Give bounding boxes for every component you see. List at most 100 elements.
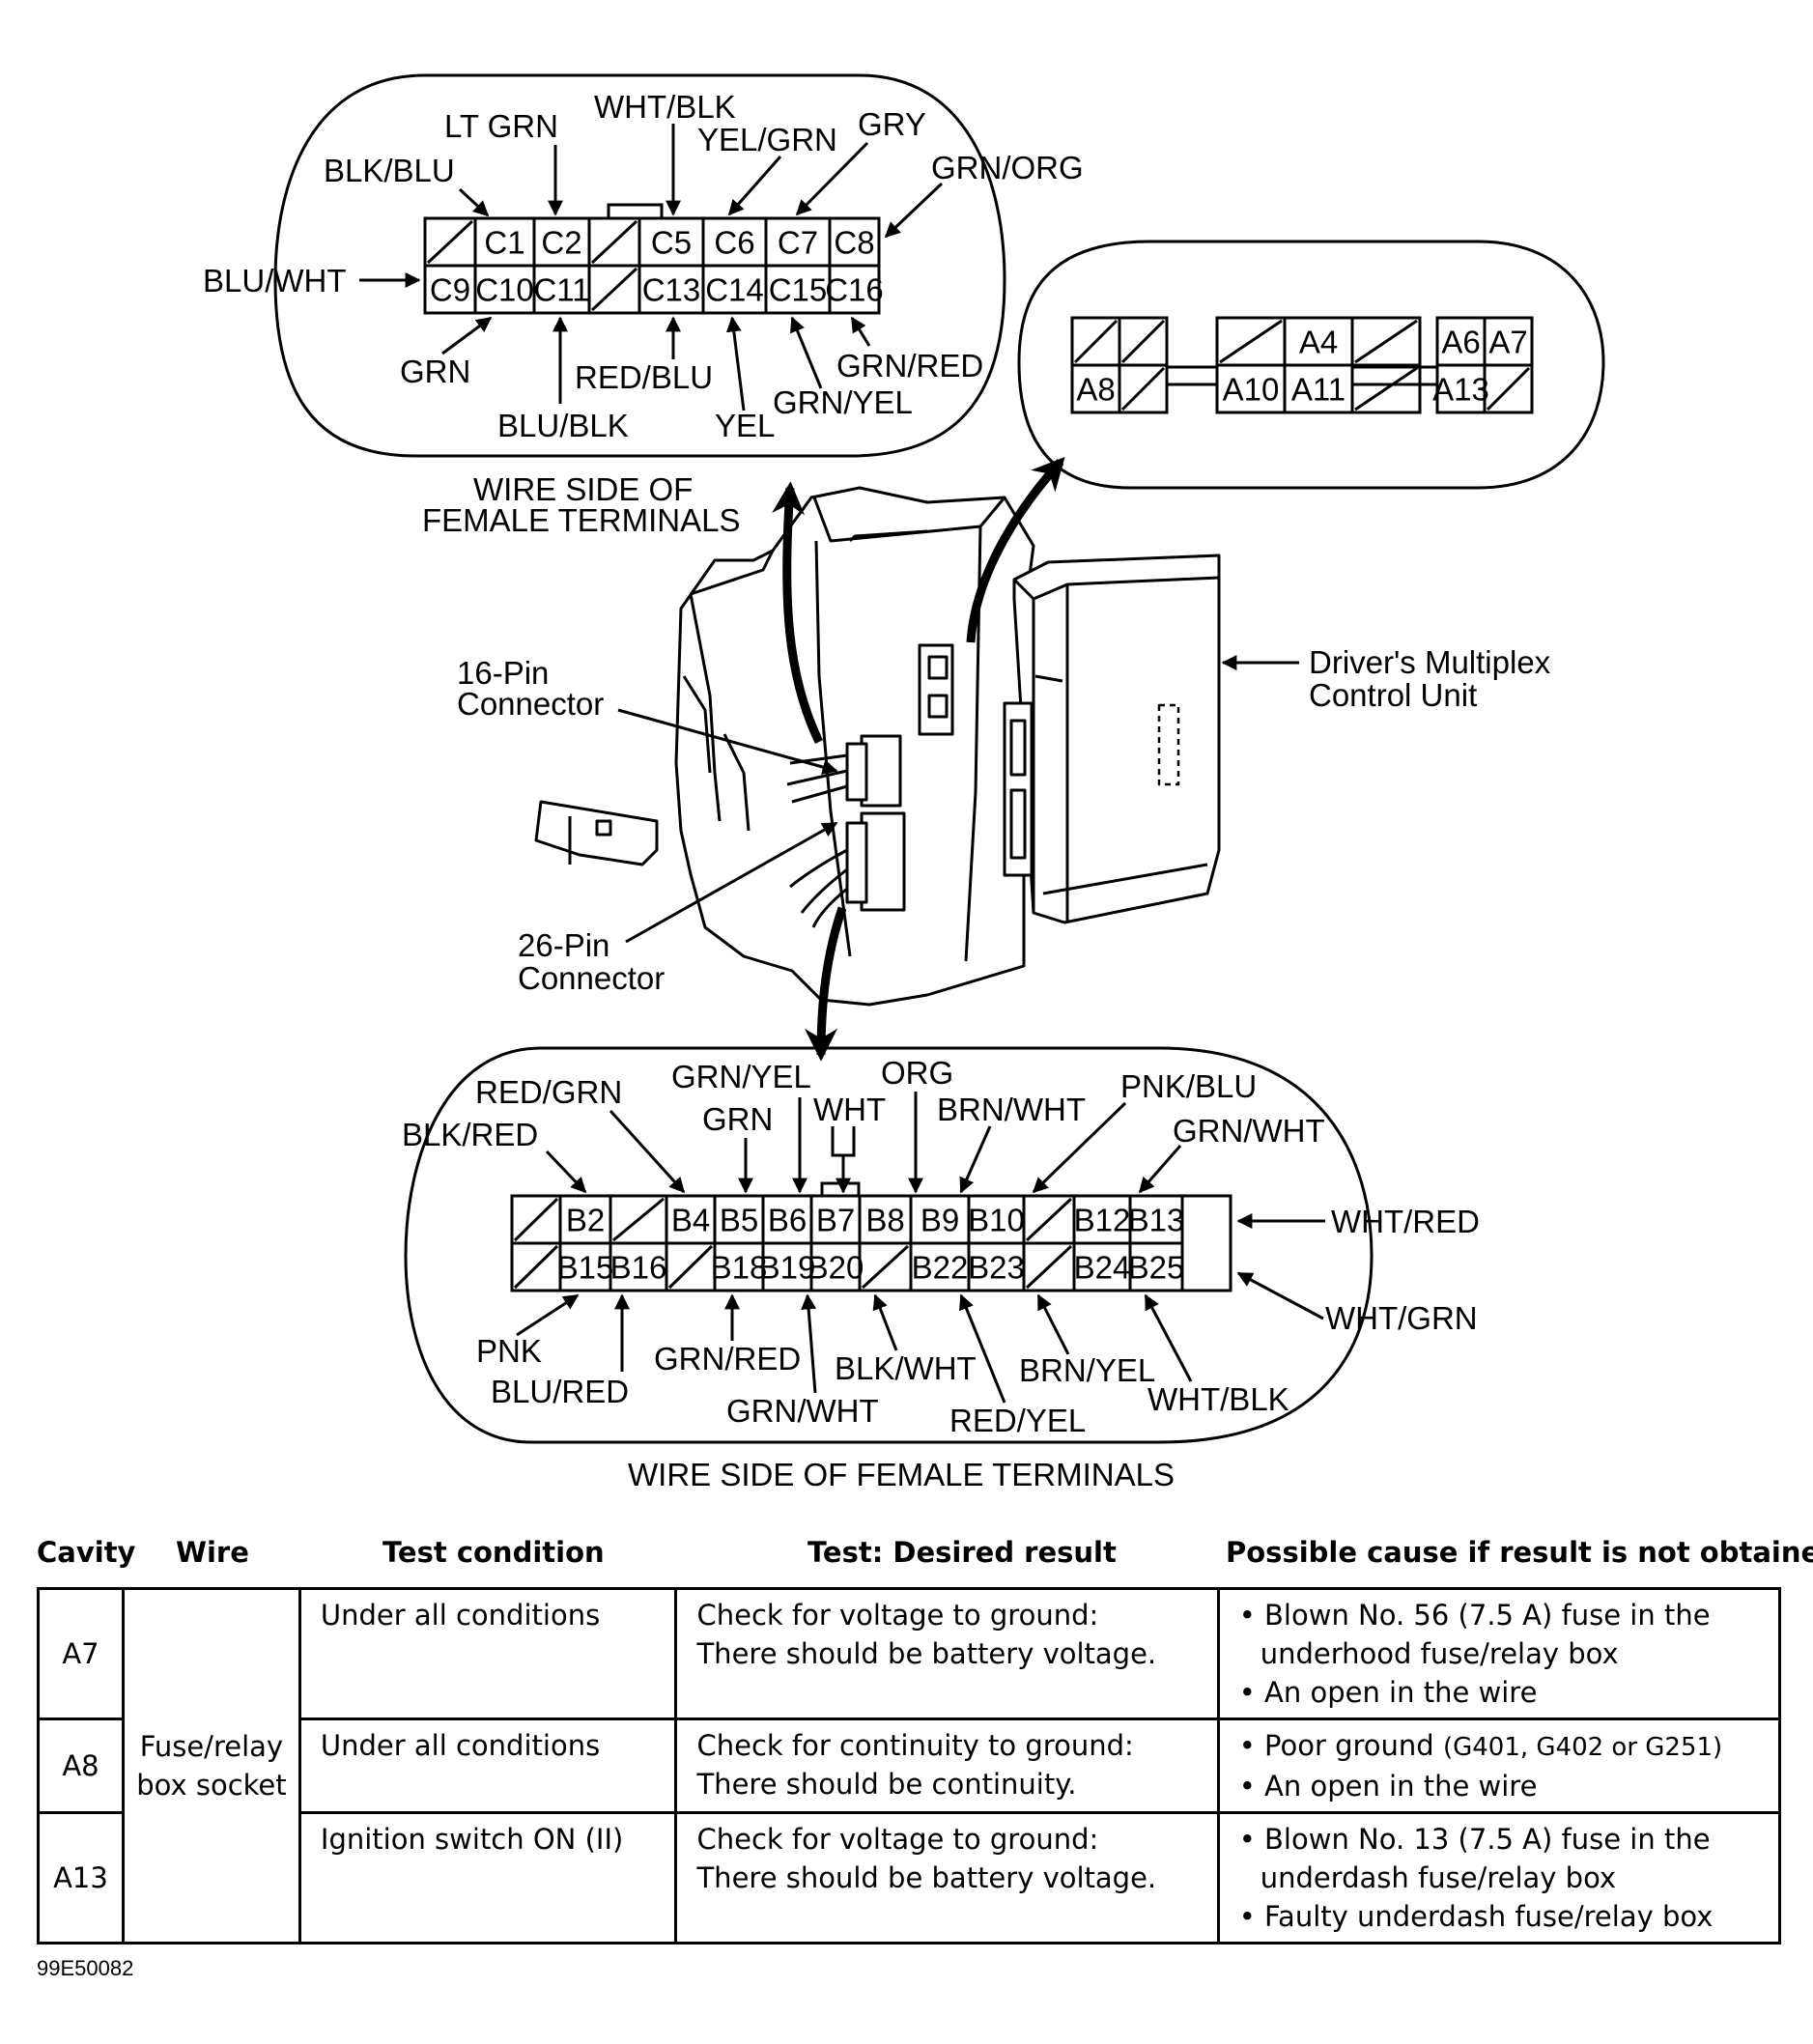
pin-label-b24: B24	[1074, 1250, 1131, 1286]
pin-label-c11: C11	[533, 272, 589, 308]
header-test-condition: Test condition	[382, 1536, 605, 1569]
cause-item: • An open in the wire	[1238, 1770, 1538, 1803]
pin-label-b13: B13	[1128, 1203, 1185, 1238]
pin-label-b4: B4	[671, 1203, 710, 1238]
empty-cavity-slash	[861, 1244, 910, 1290]
table-row: A8 Under all conditions Check for contin…	[37, 1718, 1782, 1814]
b-wire-red-grn: RED/GRN	[475, 1074, 622, 1110]
pin-label-a11: A11	[1291, 372, 1346, 408]
wire-label-red-blu: RED/BLU	[575, 359, 713, 395]
wire-label-yel: YEL	[715, 408, 775, 443]
cause-item: • Blown No. 13 (7.5 A) fuse in the under…	[1238, 1823, 1711, 1894]
cause-cell: • Blown No. 13 (7.5 A) fuse in the under…	[1216, 1811, 1782, 1945]
empty-cavity-slash	[612, 1197, 665, 1242]
control-unit-illustration	[534, 486, 1221, 1007]
empty-cavity-slash	[426, 219, 474, 265]
b-wire-pnk-blu: PNK/BLU	[1120, 1068, 1257, 1104]
wire-cell: Fuse/relay box socket	[121, 1587, 301, 1945]
table-header-row: Cavity Wire Test condition Test: Desired…	[33, 1526, 1813, 1573]
b-wire-pnk: PNK	[476, 1333, 542, 1369]
b-wire-brn-wht: BRN/WHT	[937, 1092, 1086, 1127]
result-cell: Check for voltage to ground: There shoul…	[674, 1811, 1220, 1945]
pin-label-c1: C1	[484, 225, 524, 261]
pin-label-b23: B23	[968, 1250, 1025, 1286]
cause-item: • Faulty underdash fuse/relay box	[1238, 1900, 1714, 1933]
wire-label-grn-org: GRN/ORG	[931, 150, 1084, 185]
wire-label-yel-grn: YEL/GRN	[697, 122, 837, 157]
connector-b-caption: WIRE SIDE OF FEMALE TERMINALS	[628, 1457, 1175, 1492]
pin-label-c2: C2	[541, 225, 581, 261]
b-wire-grn-wht-bottom: GRN/WHT	[726, 1393, 879, 1429]
pin-label-b10: B10	[968, 1203, 1025, 1238]
pin-label-a6: A6	[1441, 325, 1480, 360]
cause-text: Blown No. 56 (7.5 A) fuse in the underho…	[1260, 1599, 1711, 1670]
empty-cavity-slash	[1025, 1244, 1073, 1290]
cause-text: An open in the wire	[1264, 1676, 1538, 1709]
wire-label-gry: GRY	[858, 106, 926, 142]
pin-label-b18: B18	[711, 1250, 768, 1286]
b-wire-grn-wht-top: GRN/WHT	[1173, 1113, 1325, 1149]
wire-label-grn: GRN	[400, 354, 470, 389]
b-wire-brn-yel: BRN/YEL	[1019, 1352, 1155, 1388]
empty-cavity-slash	[667, 1244, 714, 1290]
result-line2: There should be continuity.	[696, 1768, 1077, 1801]
pin-label-b19: B19	[759, 1250, 816, 1286]
pin-label-b6: B6	[768, 1203, 807, 1238]
b-wire-wht: WHT	[813, 1092, 886, 1127]
pin-label-b12: B12	[1074, 1203, 1131, 1238]
test-table: Cavity Wire Test condition Test: Desired…	[33, 1526, 1813, 1945]
result-cell: Check for continuity to ground: There sh…	[674, 1718, 1220, 1814]
result-cell: Check for voltage to ground: There shoul…	[674, 1587, 1220, 1720]
empty-cavity-slash	[1354, 319, 1418, 364]
label-dmcu-line2: Control Unit	[1309, 677, 1477, 713]
empty-cavity-slash	[1073, 319, 1119, 364]
cause-ground-list: (G401, G402 or G251)	[1442, 1733, 1723, 1762]
header-cavity: Cavity	[37, 1536, 136, 1569]
empty-cavity-slash	[590, 267, 638, 312]
empty-cavity-slash	[1486, 366, 1531, 412]
empty-cavity-slash	[1025, 1197, 1073, 1242]
control-unit-labels: 16-Pin Connector 26-Pin Connector Driver…	[457, 644, 1551, 996]
cavity-cell: A7	[37, 1587, 125, 1720]
cause-text: An open in the wire	[1264, 1770, 1538, 1803]
pin-label-c5: C5	[651, 225, 692, 261]
pin-label-c8: C8	[834, 225, 874, 261]
wire-label-grn-red: GRN/RED	[836, 348, 983, 383]
b-wire-blk-red: BLK/RED	[402, 1117, 538, 1152]
pin-label-c7: C7	[778, 225, 818, 261]
table-row: A13 Ignition switch ON (II) Check for vo…	[37, 1811, 1782, 1945]
result-line2: There should be battery voltage.	[696, 1637, 1157, 1670]
connector-c-caption-line1: WIRE SIDE OF	[473, 471, 693, 507]
header-possible-cause: Possible cause if result is not obtained	[1226, 1536, 1813, 1569]
pin-label-c16: C16	[825, 272, 884, 308]
pin-label-c9: C9	[430, 272, 470, 308]
empty-cavity-slash	[1120, 319, 1166, 364]
wire-label-blu-blk: BLU/BLK	[497, 408, 629, 443]
empty-cavity-slash	[513, 1197, 559, 1242]
pin-label-a7: A7	[1488, 325, 1527, 360]
pin-label-a10: A10	[1223, 372, 1280, 408]
b-wire-wht-blk: WHT/BLK	[1147, 1381, 1289, 1417]
pin-label-a13: A13	[1432, 372, 1489, 408]
cause-item: • Blown No. 56 (7.5 A) fuse in the under…	[1238, 1599, 1711, 1670]
label-26-pin-line2: Connector	[518, 960, 665, 996]
wire-label-wht-blk: WHT/BLK	[594, 89, 736, 125]
label-16-pin-line1: 16-Pin	[457, 655, 549, 691]
result-line1: Check for continuity to ground:	[696, 1729, 1134, 1762]
b-wire-grn-red: GRN/RED	[654, 1341, 801, 1377]
wire-label-lt-grn: LT GRN	[444, 108, 558, 144]
condition-cell: Under all conditions	[297, 1718, 678, 1814]
pin-label-b20: B20	[807, 1250, 864, 1286]
pin-label-b7: B7	[816, 1203, 855, 1238]
header-desired-result: Test: Desired result	[807, 1536, 1117, 1569]
pin-label-c15: C15	[769, 272, 828, 308]
cavity-cell: A8	[37, 1718, 125, 1814]
wire-label-blk-blu: BLK/BLU	[324, 153, 455, 188]
pin-label-b5: B5	[720, 1203, 758, 1238]
b-wire-blu-red: BLU/RED	[491, 1374, 629, 1409]
header-wire: Wire	[176, 1536, 249, 1569]
wire-line1: Fuse/relay	[139, 1730, 284, 1763]
